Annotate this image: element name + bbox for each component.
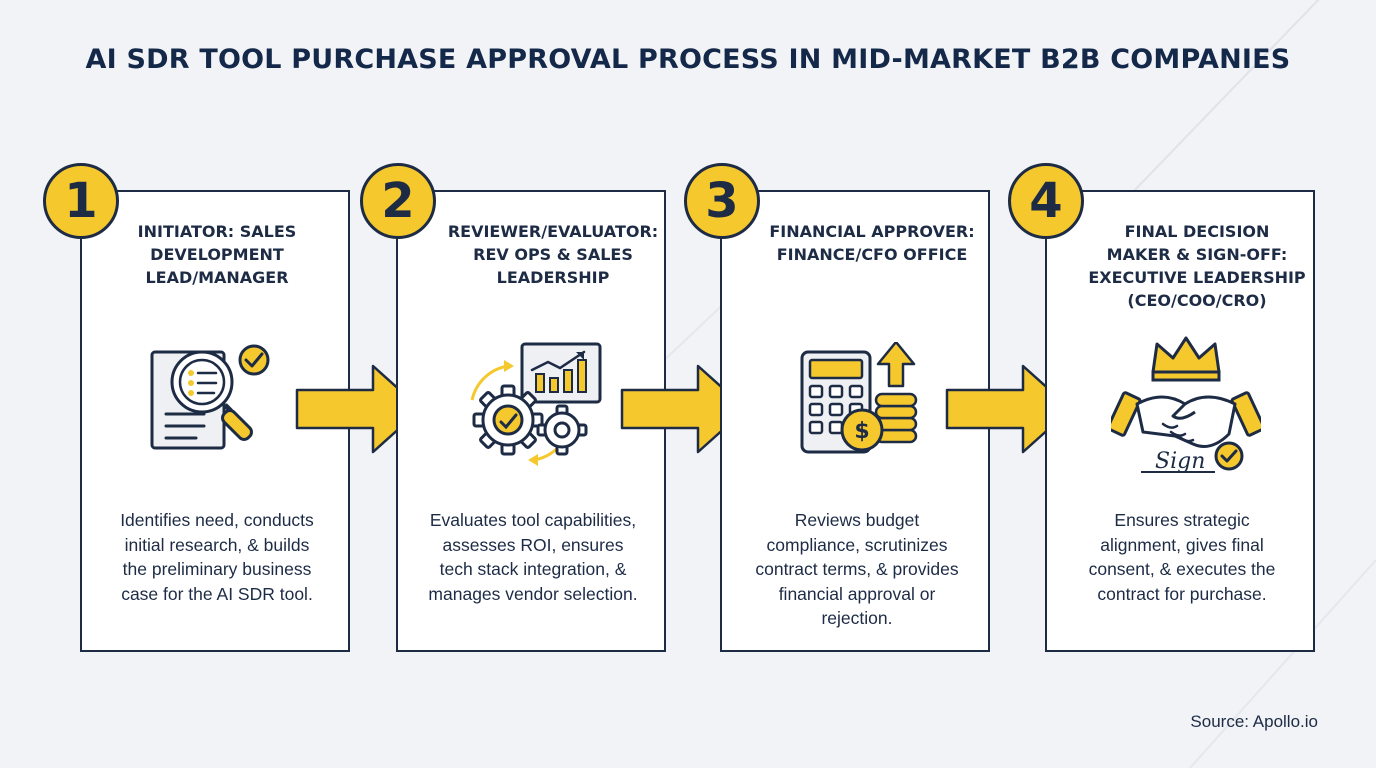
step-3-number-badge: 3: [684, 163, 760, 239]
step-1-description-line: the preliminary business: [122, 559, 312, 579]
calculator-coins-icon: $: [800, 342, 918, 454]
handshake-crown-signature-icon: Sign: [1111, 336, 1261, 474]
step-3-description-line: Reviews budget: [794, 510, 920, 530]
step-2-heading-line: LEADERSHIP: [496, 268, 610, 287]
step-2-number-badge: 2: [360, 163, 436, 239]
step-2-description: Evaluates tool capabilities, assesses RO…: [398, 508, 668, 606]
step-3-description-line: contract terms, & provides: [755, 559, 959, 579]
signature-text: Sign: [1155, 449, 1205, 474]
step-4-description: Ensures strategic alignment, gives final…: [1047, 508, 1317, 606]
step-2-description-line: tech stack integration, &: [439, 559, 627, 579]
step-card-3: FINANCIAL APPROVER: FINANCE/CFO OFFICE $…: [720, 190, 990, 652]
step-2-description-line: Evaluates tool capabilities,: [429, 510, 637, 530]
step-1-description-line: Identifies need, conducts: [120, 510, 314, 530]
svg-text:$: $: [854, 419, 869, 444]
step-4-heading-line: MAKER & SIGN-OFF:: [1106, 245, 1288, 264]
step-2-heading: REVIEWER/EVALUATOR: REV OPS & SALES LEAD…: [398, 220, 668, 289]
step-4-heading-line: FINAL DECISION: [1124, 222, 1270, 241]
page-title: AI SDR TOOL PURCHASE APPROVAL PROCESS IN…: [85, 44, 1291, 75]
step-1-heading: INITIATOR: SALES DEVELOPMENT LEAD/MANAGE…: [82, 220, 352, 289]
step-1-description: Identifies need, conducts initial resear…: [82, 508, 352, 606]
step-card-4: FINAL DECISION MAKER & SIGN-OFF: EXECUTI…: [1045, 190, 1315, 652]
step-3-heading-line: FINANCIAL APPROVER:: [769, 222, 975, 241]
step-2-heading-line: REVIEWER/EVALUATOR:: [447, 222, 659, 241]
step-1-heading-line: LEAD/MANAGER: [145, 268, 289, 287]
step-3-description-line: compliance, scrutinizes: [766, 534, 948, 555]
step-2-description-line: assesses ROI, ensures: [442, 534, 624, 555]
gears-chart-icon: [470, 342, 602, 466]
step-1-number-badge: 1: [43, 163, 119, 239]
step-2-description-line: manages vendor selection.: [428, 583, 638, 604]
source-caption: Source: Apollo.io: [1190, 712, 1318, 731]
step-3-description: Reviews budget compliance, scrutinizes c…: [722, 508, 992, 631]
step-1-heading-line: DEVELOPMENT: [150, 245, 284, 264]
step-4-description-line: consent, & executes the: [1088, 559, 1276, 579]
step-4-description-line: Ensures strategic: [1114, 510, 1250, 530]
step-1-description-line: initial research, & builds: [124, 534, 310, 555]
step-4-description-line: alignment, gives final: [1100, 534, 1264, 555]
step-1-description-line: case for the AI SDR tool.: [121, 583, 313, 604]
step-3-description-line: rejection.: [821, 608, 893, 628]
step-3-heading: FINANCIAL APPROVER: FINANCE/CFO OFFICE: [722, 220, 992, 266]
step-4-heading-line: (CEO/COO/CRO): [1127, 291, 1267, 310]
step-4-description-line: contract for purchase.: [1097, 583, 1267, 604]
step-4-number-badge: 4: [1008, 163, 1084, 239]
step-4-heading: FINAL DECISION MAKER & SIGN-OFF: EXECUTI…: [1047, 220, 1317, 312]
step-4-heading-line: EXECUTIVE LEADERSHIP: [1088, 268, 1306, 287]
document-magnifier-check-icon: [150, 344, 270, 450]
step-2-heading-line: REV OPS & SALES: [473, 245, 633, 264]
step-3-heading-line: FINANCE/CFO OFFICE: [776, 245, 968, 264]
step-1-heading-line: INITIATOR: SALES: [137, 222, 297, 241]
step-3-description-line: financial approval or: [778, 583, 936, 604]
